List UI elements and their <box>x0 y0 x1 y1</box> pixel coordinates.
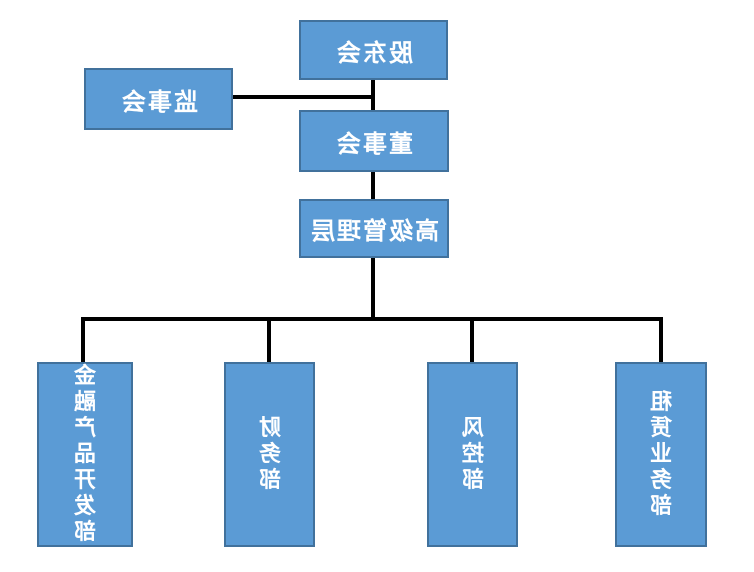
node-finance-dept: 财务部 <box>224 362 315 547</box>
connector-drop-financial-product-dev <box>81 317 85 364</box>
connector-drop-leasing-business <box>659 317 663 364</box>
node-supervisory-board-label: 监事会 <box>119 87 198 116</box>
node-finance-dept-label: 财务部 <box>258 415 281 493</box>
connector-departments-bar <box>81 317 663 321</box>
node-senior-management: 高级管理层 <box>299 199 449 258</box>
node-financial-product-dev-dept-label: 金融产品开发部 <box>74 363 97 545</box>
node-shareholders-meeting-label: 股东会 <box>334 38 413 67</box>
node-board-of-directors: 董事会 <box>299 110 449 172</box>
node-supervisory-board: 监事会 <box>84 68 233 130</box>
connector-drop-finance <box>267 317 271 364</box>
node-shareholders-meeting: 股东会 <box>299 20 448 80</box>
connector-board-to-senior-management <box>371 170 375 201</box>
node-risk-control-dept-label: 风控部 <box>461 415 484 493</box>
connector-senior-management-trunk <box>371 256 375 319</box>
connector-supervisory-branch <box>233 95 373 99</box>
connector-shareholders-to-board <box>371 78 375 112</box>
connector-drop-risk-control <box>470 317 474 364</box>
node-risk-control-dept: 风控部 <box>427 362 518 547</box>
node-leasing-business-dept: 租赁业务部 <box>615 362 707 547</box>
node-senior-management-label: 高级管理层 <box>309 217 439 245</box>
node-board-of-directors-label: 董事会 <box>335 129 413 158</box>
node-financial-product-dev-dept: 金融产品开发部 <box>37 362 133 547</box>
node-leasing-business-dept-label: 租赁业务部 <box>650 389 673 519</box>
